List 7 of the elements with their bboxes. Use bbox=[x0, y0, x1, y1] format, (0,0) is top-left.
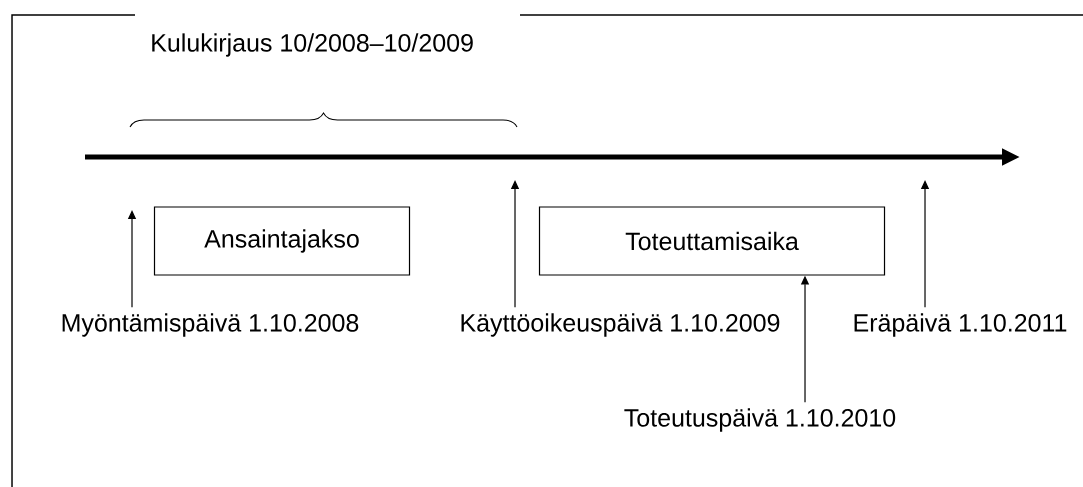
box: Toteuttamisaika bbox=[538, 206, 886, 276]
date-label: Toteutuspäivä 1.10.2010 bbox=[624, 408, 896, 432]
date-label: Eräpäivä 1.10.2011 bbox=[854, 313, 1067, 337]
period-label: Kulukirjaus 10/2008–10/2009 bbox=[152, 33, 473, 57]
date-label: Käyttöoikeuspäivä 1.10.2009 bbox=[461, 313, 780, 337]
box: Ansaintajakso bbox=[153, 206, 411, 276]
date-label: Myöntämispäivä 1.10.2008 bbox=[62, 313, 359, 337]
